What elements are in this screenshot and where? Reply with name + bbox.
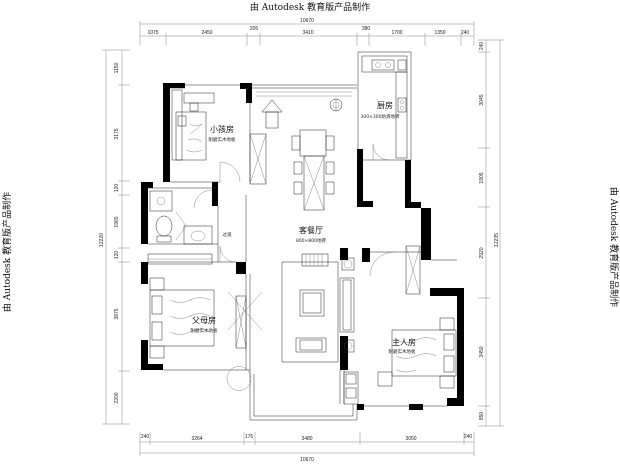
dim-top-7: 240 [461,30,470,36]
kitchen-fixtures [371,59,407,113]
dim-top-3: 3410 [302,30,313,36]
watermark-left: 由 Autodesk 教育版产品制作 [1,192,13,312]
dim-left-2: 120 [114,184,120,193]
dim-left-1: 3175 [114,128,120,139]
dim-bottom-3: 3480 [301,436,312,442]
dim-right-2: 1905 [479,172,485,183]
label-living: 客餐厅 [299,225,323,235]
label-living-floor: 800×800地砖 [296,237,326,244]
label-master-floor: 耐磨实木地板 [389,348,416,355]
dimension-top: 10670 1075 2450 205 3410 380 1700 1350 2… [139,18,475,46]
dining-table [291,129,335,211]
dim-bottom-total: 10670 [300,457,314,463]
dim-top-0: 1075 [147,30,158,36]
walls [141,83,464,410]
dimension-bottom: 240 3264 176 3480 3050 240 10670 [139,432,475,463]
dim-top-total: 10670 [300,18,314,24]
living-room-furniture [281,253,355,363]
label-corridor: 过道 [223,231,232,238]
label-master: 主人房 [392,337,416,347]
bathroom-fixtures [149,190,213,245]
dimension-left: 1150 3175 120 1965 120 3875 2200 12220 [99,49,130,425]
dim-right-4: 3450 [479,346,485,357]
dim-top-1: 2450 [201,30,212,36]
dim-left-0: 1150 [114,62,120,73]
label-kitchen-floor: 300×300防滑地砖 [361,113,400,120]
dim-top-5: 1700 [391,30,402,36]
dim-top-4: 380 [362,26,371,32]
watermark-top: 由 Autodesk 教育版产品制作 [250,1,370,13]
wall-outlines [148,51,457,421]
dim-bottom-4: 3050 [405,436,416,442]
dim-bottom-1: 3264 [191,436,202,442]
north-decor [256,91,352,129]
dim-left-6: 2200 [114,392,120,403]
watermark-right: 由 Autodesk 教育版产品制作 [608,187,620,307]
dim-bottom-0: 240 [141,434,150,440]
label-parents-floor: 耐磨实木地板 [191,327,218,334]
dimension-right: 240 3045 1905 2920 3450 850 12235 [478,39,504,427]
label-parents: 父母房 [192,315,216,325]
dim-top-2: 205 [250,26,259,32]
dim-left-5: 3875 [114,308,120,319]
dim-right-5: 850 [479,412,485,421]
label-kid-room-floor: 耐磨实木地板 [209,136,236,143]
kid-room-furniture [171,89,267,185]
dim-bottom-5: 240 [464,434,473,440]
room-labels: 小孩房 耐磨实木地板 厨房 300×300防滑地砖 客餐厅 800×800地砖 … [191,100,417,355]
dim-right-3: 2920 [479,247,485,258]
parents-room-furniture [147,253,263,359]
dim-left-3: 1965 [114,216,120,227]
dim-bottom-2: 176 [245,434,254,440]
dim-top-6: 1350 [434,30,445,36]
dim-right-total: 12235 [494,233,500,247]
dim-left-total: 12220 [99,233,105,247]
dim-right-0: 240 [479,42,485,51]
label-kitchen: 厨房 [377,100,393,110]
dim-left-4: 120 [114,251,120,260]
master-room-furniture [343,245,457,405]
dim-right-1: 3045 [479,94,485,105]
label-kid-room: 小孩房 [210,124,234,134]
doors [193,143,395,391]
